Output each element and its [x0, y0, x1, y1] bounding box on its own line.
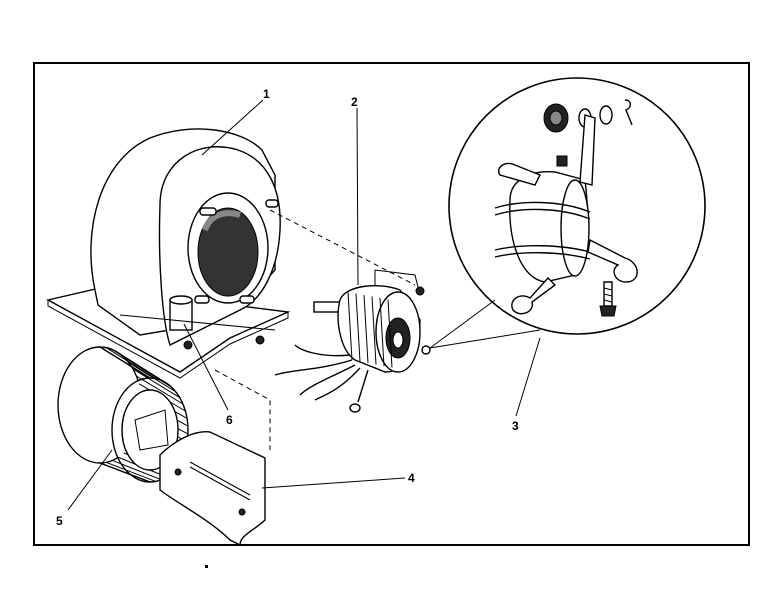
callout-5: 5: [56, 514, 63, 528]
motor: [274, 269, 431, 413]
callout-4: 4: [408, 471, 415, 485]
leader-lines: [67, 99, 541, 511]
callout-1: 1: [263, 87, 270, 101]
blower-housing: [46, 128, 291, 379]
motor-mount-detail: [429, 77, 706, 349]
blower-wheel: [57, 346, 189, 483]
diagram-frame: [33, 62, 750, 546]
callout-2: 2: [351, 95, 358, 109]
cutoff-plate: [159, 431, 266, 547]
callout-6: 6: [226, 413, 233, 427]
callout-3: 3: [512, 419, 519, 433]
stray-mark: [205, 565, 208, 568]
